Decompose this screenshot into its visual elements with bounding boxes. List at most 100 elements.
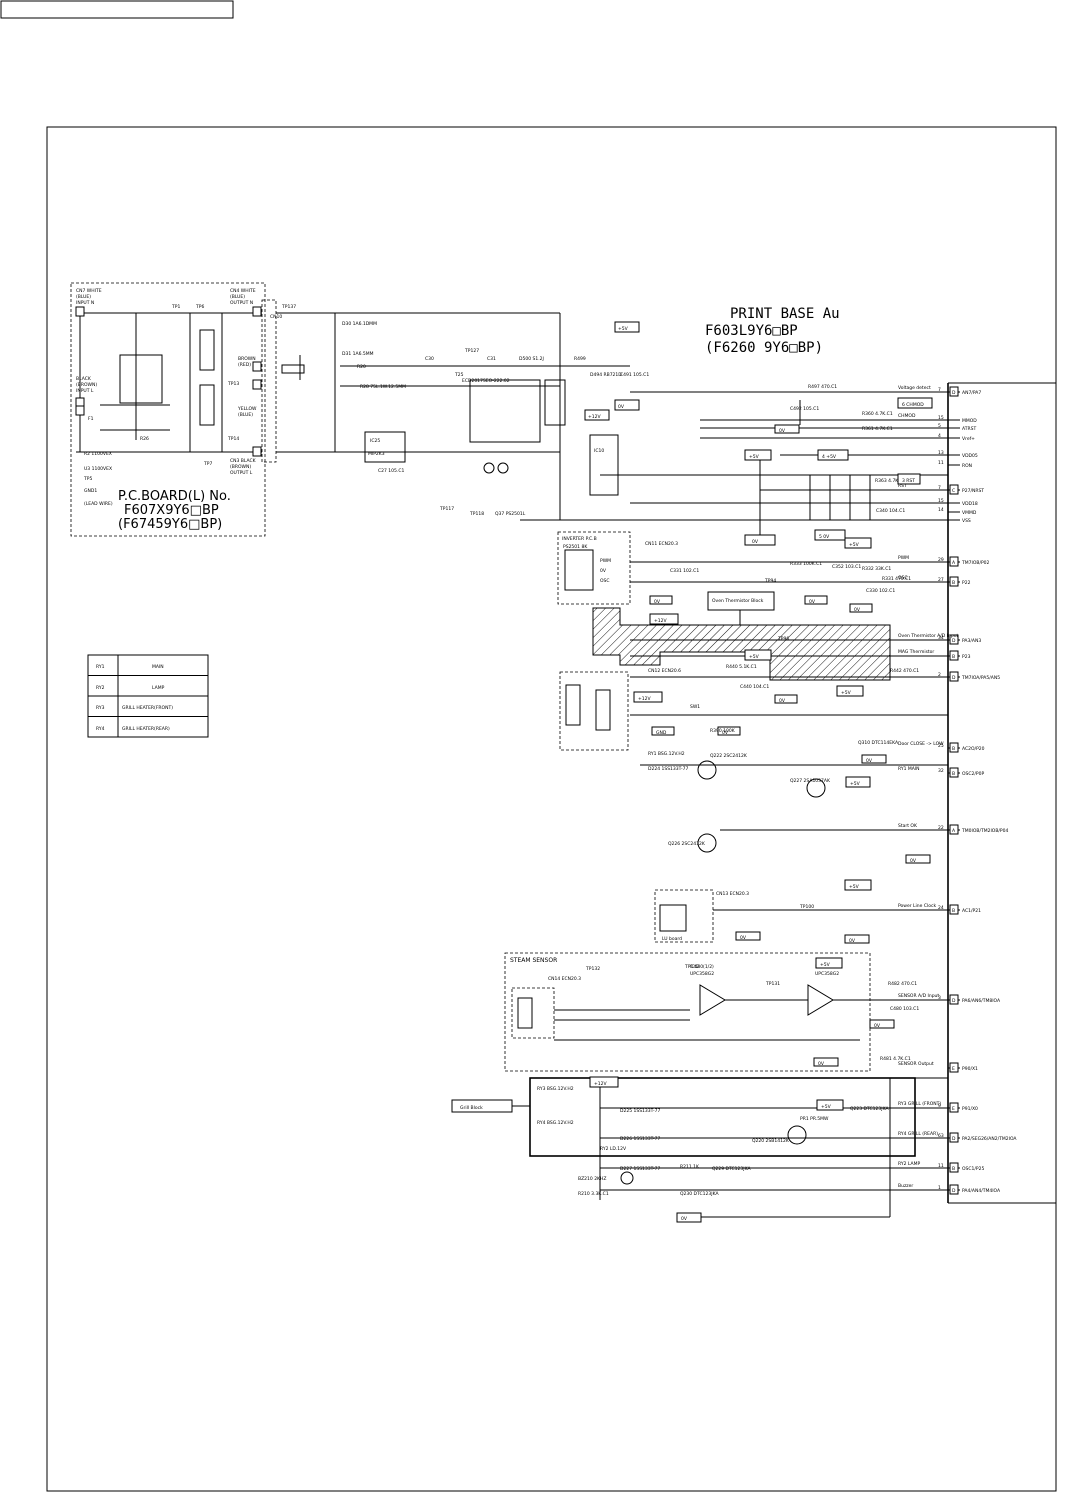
svg-text:TP14: TP14 (227, 436, 239, 442)
ic-pin-number: 29 (938, 557, 944, 563)
svg-text:D494 RB721D: D494 RB721D (590, 372, 622, 378)
ic-pin-number: 24 (938, 905, 944, 911)
ic-pin-connector-mark (949, 767, 959, 778)
relay-legend-id-2: RY2 (96, 685, 105, 691)
svg-text:0V: 0V (618, 404, 625, 410)
ic-pin-label: PA4/AN4/TM4IOA (962, 1188, 1001, 1194)
ic-pin-label: AC2O/P20 (962, 746, 985, 752)
svg-text:Q310 DTC114EKA: Q310 DTC114EKA (858, 740, 899, 746)
steam-sensor-label: STEAM SENSOR (510, 957, 557, 964)
ic-pin-connector-letter: D (952, 638, 956, 644)
svg-text:R499: R499 (574, 356, 586, 362)
ic-pin-connector-mark (949, 556, 959, 567)
ic-pin-function-note: CHMOD (898, 413, 916, 419)
svg-text:Q229 DTC123JKA: Q229 DTC123JKA (712, 1166, 751, 1172)
svg-text:R333 100K.C1: R333 100K.C1 (790, 561, 822, 567)
relay-legend-id-3: RY3 (96, 705, 105, 711)
ic-pin-label: MMOD (962, 418, 977, 424)
grill-block-box (529, 1077, 916, 1157)
pc-board-l-block (70, 282, 266, 537)
svg-text:C30: C30 (425, 356, 434, 362)
svg-text:+12V: +12V (594, 1081, 607, 1087)
svg-text:CN11 ECN20.3: CN11 ECN20.3 (645, 541, 678, 547)
ic-pin-function-note: Power Line Clock (898, 903, 936, 909)
ic-pin-connector-mark (949, 1132, 959, 1143)
relay-legend-table: RY1 MAIN RY2 LAMP RY3 GRILL HEATER(FRONT… (87, 654, 209, 738)
svg-text:D225 1SS133T-77: D225 1SS133T-77 (620, 1108, 660, 1114)
svg-text:Q222 2SC2412K: Q222 2SC2412K (710, 753, 748, 759)
svg-text:0V: 0V (722, 730, 729, 736)
svg-text:0V: 0V (600, 568, 607, 574)
svg-text:Q230 DTC123JKA: Q230 DTC123JKA (680, 1191, 719, 1197)
svg-text:BZ210 2KHZ: BZ210 2KHZ (578, 1176, 606, 1182)
oven-thermistor-label-box (707, 591, 775, 611)
svg-text:BLACK: BLACK (76, 376, 92, 382)
ic-pin-function-note: RY3 GRILL (FRONT) (898, 1101, 941, 1107)
ic-pin-connector-letter: D (952, 998, 956, 1004)
ic-pin-connector-mark (949, 386, 959, 397)
svg-text:R2 1100VEX: R2 1100VEX (84, 451, 112, 457)
ic-pin-number: 3 (938, 995, 941, 1001)
ic-pin-function-note: RY1 MAIN (898, 766, 920, 772)
svg-text:+5V: +5V (850, 781, 861, 787)
ic-pin-number: 2 (938, 672, 941, 678)
svg-text:TP1: TP1 (171, 304, 180, 310)
pc-board-part-b: (F67459Y6□BP) (118, 517, 222, 532)
pc-board-part-a: F607X9Y6□BP (124, 503, 219, 518)
ic-pin-connector-mark (949, 824, 959, 835)
svg-text:TP127: TP127 (464, 348, 479, 354)
svg-text:RY2 LD.12V: RY2 LD.12V (600, 1146, 627, 1152)
svg-text:INPUT L: INPUT L (76, 388, 94, 394)
svg-text:+5V: +5V (849, 542, 860, 548)
ic-pin-function-note: Buzzer (898, 1183, 913, 1189)
svg-text:4 +5V: 4 +5V (822, 454, 837, 460)
svg-text:INPUT N: INPUT N (76, 300, 94, 306)
svg-text:0V: 0V (874, 1023, 881, 1029)
svg-text:Q220 2SB1412K: Q220 2SB1412K (752, 1138, 790, 1144)
ic-pin-function-note: RY2 LAMP (898, 1161, 920, 1167)
ic-pin-number: 1 (938, 1185, 941, 1191)
svg-text:OSC: OSC (600, 578, 610, 584)
relay-legend-id-1: RY1 (96, 664, 105, 670)
ic-pin-label: P23 (962, 654, 971, 660)
svg-text:C31: C31 (487, 356, 496, 362)
svg-text:TP13: TP13 (227, 381, 239, 387)
ic-pin-label: Vref+ (962, 436, 975, 442)
ic-pin-connector-mark (949, 742, 959, 753)
svg-text:R363 4.7K.C1: R363 4.7K.C1 (875, 478, 906, 484)
transformer-t25 (469, 379, 541, 443)
ic-pin-label: PA2/SEG26/AN2/TM2IOA (962, 1136, 1017, 1142)
svg-text:C440 104.C1: C440 104.C1 (740, 684, 769, 690)
svg-text:C330 102.C1: C330 102.C1 (866, 588, 895, 594)
svg-text:RY1 BSG.12V.H2: RY1 BSG.12V.H2 (648, 751, 685, 757)
svg-text:0V: 0V (752, 539, 759, 545)
svg-text:+5V: +5V (749, 454, 760, 460)
svg-text:3 RST: 3 RST (902, 478, 915, 484)
svg-text:D30 1A6.1DMM: D30 1A6.1DMM (342, 321, 377, 327)
ic-pin-label: VMMD (962, 510, 977, 516)
ic-pin-number: 63 (938, 1133, 944, 1139)
svg-text:+12V: +12V (588, 414, 601, 420)
svg-text:TP96: TP96 (777, 636, 789, 642)
ic-pin-function-note: RST (898, 483, 907, 489)
svg-text:R210 3.3K.C1: R210 3.3K.C1 (578, 1191, 609, 1197)
svg-text:BROWN: BROWN (238, 356, 256, 362)
ic-pin-label: AC1/P21 (962, 908, 981, 914)
svg-text:+5V: +5V (820, 962, 831, 968)
pc-board-title: P.C.BOARD(L) No. (118, 489, 231, 504)
svg-text:C27 105.C1: C27 105.C1 (378, 468, 404, 474)
svg-text:(BLUE): (BLUE) (238, 412, 253, 418)
svg-text:TP118: TP118 (469, 511, 484, 517)
ic-pin-function-note: SENSOR Output (898, 1061, 934, 1067)
ic-pin-label: VDD05 (962, 453, 978, 459)
ic-pin-label: TM0IOB/TM2IOB/P04 (961, 828, 1009, 834)
svg-text:(LEAD WIRE): (LEAD WIRE) (84, 501, 113, 507)
lu-board-block (654, 889, 714, 943)
ic-pin-label: ATRST (962, 426, 976, 432)
svg-text:C491 105.C1: C491 105.C1 (620, 372, 649, 378)
grill-block-label: Grill Block (460, 1105, 483, 1111)
ic-pin-connector-letter: C (952, 488, 955, 494)
svg-text:0V: 0V (779, 428, 786, 434)
svg-text:+12V: +12V (638, 696, 651, 702)
ic-pin-number: 13 (938, 450, 944, 456)
